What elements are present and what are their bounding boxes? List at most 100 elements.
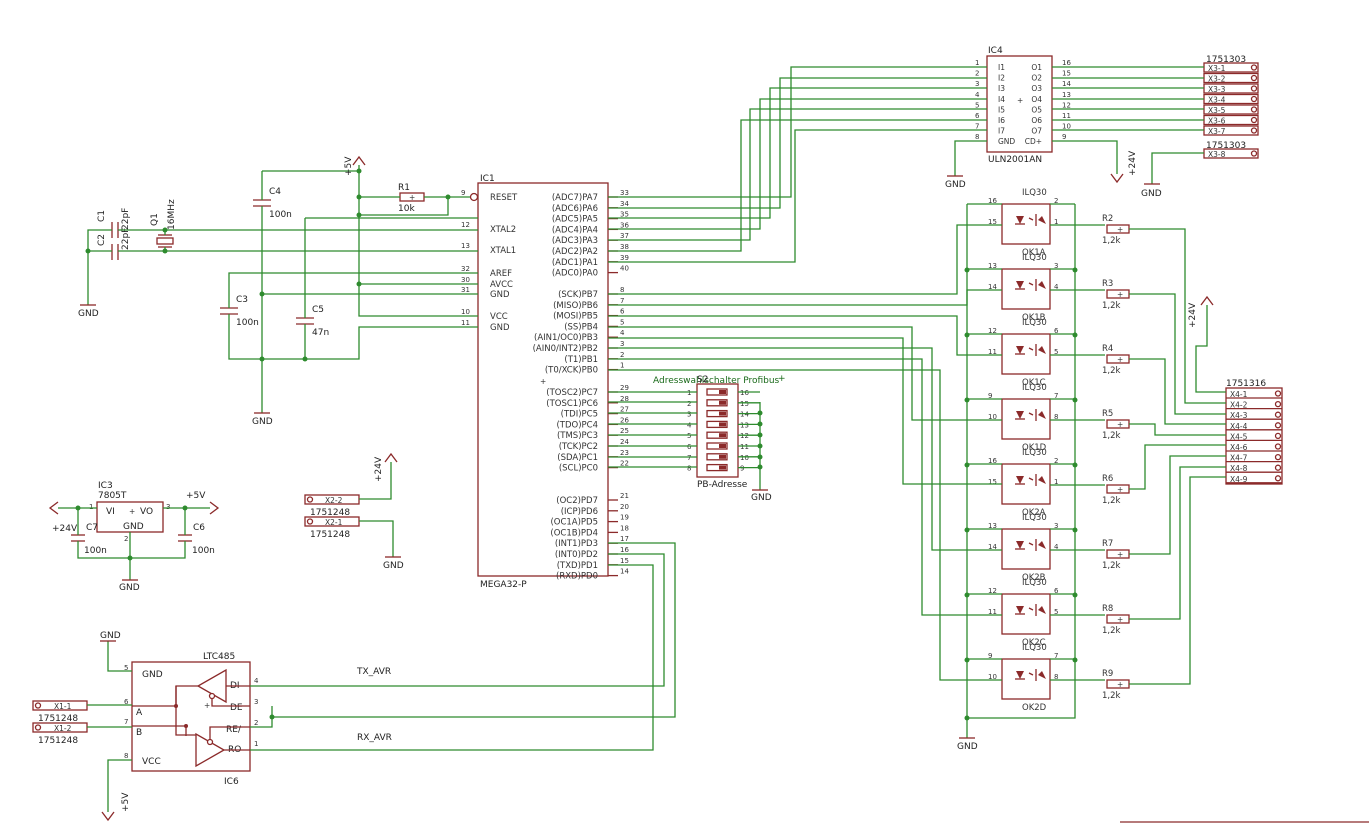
svg-text:+: + (1117, 355, 1123, 364)
x4-name: 1751316 (1226, 379, 1266, 389)
x3-connector: 1751303 X3-1X3-2X3-3X3-4X3-5X3-6X3-7 175… (1203, 55, 1259, 159)
c4-name: C4 (269, 187, 281, 197)
ic4-pin-label: O4 (1031, 95, 1042, 104)
ic1-pin-num: 2 (620, 351, 624, 359)
resistor-name: R7 (1102, 539, 1113, 549)
opto-name: ILQ30 (1022, 253, 1047, 263)
ic1-pin-num: 7 (620, 297, 624, 305)
ic1-mega32: IC1 MEGA32-P + RESET9XTAL212XTAL113AREF3… (461, 174, 629, 590)
x4-pin: X4-4 (1230, 422, 1248, 431)
c6-value: 100n (192, 546, 215, 556)
svg-text:14: 14 (988, 283, 997, 291)
svg-text:8: 8 (1054, 673, 1058, 681)
s2-pin: 4 (687, 421, 692, 429)
connector-x1: X1-1 1751248 X1-2 1751248 (32, 700, 88, 746)
svg-text:3: 3 (1054, 522, 1058, 530)
connector-x2: X2-2 1751248 X2-1 1751248 (304, 494, 360, 540)
svg-text:GND: GND (142, 670, 163, 680)
x4-pin: X4-2 (1230, 401, 1248, 410)
ic1-pin-label: (ADC3)PA3 (552, 236, 598, 246)
ic1-pin-num: 17 (620, 535, 629, 543)
svg-text:6: 6 (1054, 327, 1059, 335)
s2-pin: 3 (687, 411, 691, 419)
resistor-name: R2 (1102, 214, 1113, 224)
ic4-pin-num: 14 (1062, 80, 1071, 88)
svg-text:2: 2 (1054, 197, 1058, 205)
svg-text:8: 8 (124, 752, 128, 760)
supply-symbols: +5V GND GND GND GND GND GND GND GND GND … (48, 150, 1214, 822)
svg-text:+: + (1117, 680, 1123, 689)
opto-part: OK1D (1022, 443, 1047, 453)
svg-text:7: 7 (1054, 392, 1058, 400)
resistor-value: 1,2k (1102, 496, 1121, 506)
ic1-pin-num: 4 (620, 329, 625, 337)
opto-name: ILQ30 (1022, 383, 1047, 393)
svg-text:+: + (1117, 290, 1123, 299)
ic4-pin-num: 8 (975, 133, 979, 141)
ic1-pin-label: GND (490, 290, 510, 300)
svg-text:+24V: +24V (374, 456, 384, 482)
x3-pin: X3-4 (1208, 96, 1226, 105)
x3-pin: X3-5 (1208, 106, 1226, 115)
ic6-name: LTC485 (203, 652, 235, 662)
svg-text:1: 1 (254, 740, 258, 748)
resistor-name: R5 (1102, 409, 1113, 419)
ic1-pin-num: 18 (620, 524, 629, 532)
resistor-value: 1,2k (1102, 561, 1121, 571)
ic1-pin-label: (ADC6)PA6 (552, 204, 598, 214)
net-rx: RX_AVR (357, 733, 392, 743)
ic1-pin-num: 20 (620, 503, 629, 511)
svg-text:13: 13 (988, 522, 997, 530)
svg-text:7: 7 (124, 718, 128, 726)
c1-name: C1 (97, 210, 107, 222)
ic4-pin-label: I1 (998, 63, 1005, 72)
ic1-pin-num: 23 (620, 449, 629, 457)
x3-pin-8: X3-8 (1208, 150, 1226, 159)
svg-text:+5V: +5V (121, 792, 131, 812)
ic4-pin-num: 2 (975, 70, 979, 78)
c3-name: C3 (236, 295, 248, 305)
ic1-pin-num: 9 (461, 189, 465, 197)
ic4-pin-label: GND (998, 137, 1015, 146)
svg-text:12: 12 (988, 327, 997, 335)
x2-2-label: X2-2 (325, 496, 343, 505)
vcc-label-top: +5V (344, 156, 354, 176)
ic1-pin-label: (SCL)PC0 (559, 464, 598, 474)
svg-text:4: 4 (254, 677, 259, 685)
opto-part: OK2C (1022, 638, 1046, 648)
x3-pin: X3-6 (1208, 117, 1226, 126)
opto-name: ILQ30 (1022, 448, 1047, 458)
opto-part: OK1C (1022, 378, 1046, 388)
ic1-pin-num: 28 (620, 395, 629, 403)
x3-name-2: 1751303 (1206, 141, 1246, 151)
ic4-pin-label: CD+ (1025, 137, 1042, 146)
svg-text:9: 9 (988, 652, 992, 660)
ic1-pin-label: XTAL2 (490, 225, 516, 235)
svg-text:+: + (1017, 96, 1023, 105)
svg-text:+: + (1117, 550, 1123, 559)
ic1-pin-num: 5 (620, 318, 624, 326)
s2-pin: 6 (687, 443, 692, 451)
svg-text:10: 10 (988, 413, 997, 421)
svg-text:GND: GND (957, 742, 978, 752)
svg-text:1: 1 (1054, 218, 1058, 226)
ic4-pin-label: O3 (1031, 84, 1042, 93)
ic3-vi: VI (106, 507, 115, 517)
resistor-value: 1,2k (1102, 691, 1121, 701)
x4-connector: 1751316 X4-1X4-2X4-3X4-4X4-5X4-6X4-7X4-8… (1225, 379, 1283, 485)
r1-name: R1 (398, 183, 410, 193)
s2-pin: 9 (740, 465, 744, 473)
ic1-pin-label: (MOSI)PB5 (553, 312, 598, 322)
s2-pin: 15 (740, 400, 749, 408)
c4-value: 100n (269, 210, 292, 220)
x1-name: 1751248 (38, 714, 78, 724)
ic1-pin-label: (AIN1/OC0)PB3 (534, 333, 598, 343)
ic1-pin-label: (T0/XCK)PB0 (545, 366, 598, 376)
x3-pin: X3-2 (1208, 75, 1226, 84)
c1-value: 22pF (121, 208, 131, 230)
ic4-pin-label: I7 (998, 127, 1005, 136)
ic4-pin-label: I2 (998, 74, 1005, 83)
svg-text:10: 10 (988, 673, 997, 681)
